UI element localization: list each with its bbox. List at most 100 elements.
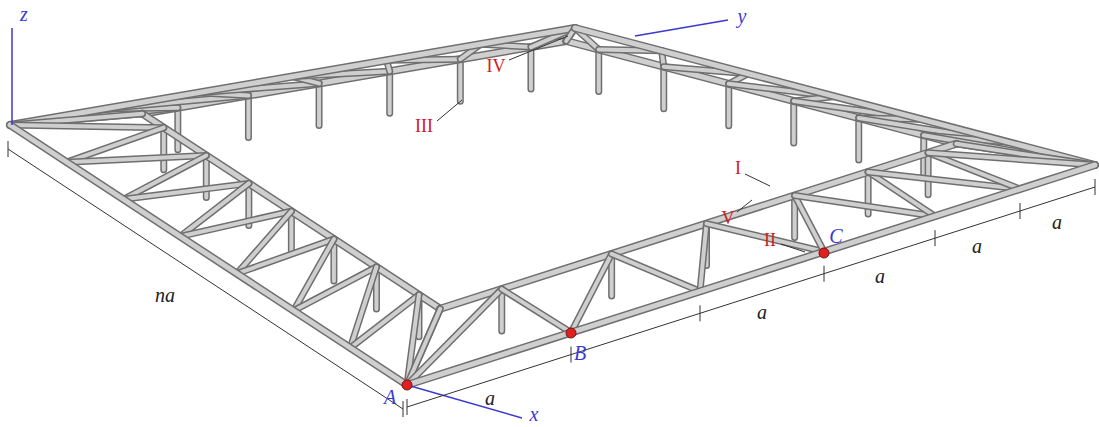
tube-body xyxy=(67,156,207,163)
tube-outline xyxy=(527,47,534,89)
tube-body xyxy=(176,108,180,150)
point-label: C xyxy=(829,226,842,246)
tube-outline xyxy=(350,295,419,348)
tube-outline xyxy=(595,50,602,92)
point-label: A xyxy=(384,387,396,407)
node-point xyxy=(819,248,829,258)
tube-outline xyxy=(855,118,862,160)
member-label: IV xyxy=(487,57,506,75)
axis-label: z xyxy=(20,4,28,24)
node-point xyxy=(402,380,412,390)
dimension-label: a xyxy=(972,236,982,256)
axis-label: x xyxy=(530,404,539,424)
dimension-tick xyxy=(571,347,572,363)
tube-outline xyxy=(925,153,932,195)
tube-body xyxy=(926,153,930,195)
tube-body xyxy=(662,67,666,109)
member-label: I xyxy=(735,159,741,177)
tube-body xyxy=(440,144,956,309)
annotation-lines xyxy=(8,20,1095,418)
tube-outline xyxy=(67,156,207,163)
tube-body xyxy=(143,114,441,309)
tube-body xyxy=(246,96,250,138)
dimension-label: a xyxy=(875,266,885,286)
tube-outline xyxy=(790,101,797,143)
axis-label: y xyxy=(738,6,747,26)
dimension-tick xyxy=(824,266,825,282)
tube-body xyxy=(612,254,700,291)
tube-body xyxy=(707,224,825,252)
tube-body xyxy=(566,41,956,144)
point-label: B xyxy=(574,343,586,363)
z-axis xyxy=(11,28,13,125)
leader-line xyxy=(437,100,462,121)
tube-body xyxy=(350,295,419,348)
tube-body xyxy=(857,118,861,160)
tube-outline xyxy=(245,96,252,138)
dimension-tick xyxy=(1095,179,1096,195)
tube-body xyxy=(162,128,166,170)
y-axis xyxy=(635,20,728,36)
tube-outline xyxy=(10,125,164,128)
tube-outline xyxy=(575,28,1095,165)
dimension-tick xyxy=(8,141,9,157)
tube-outline xyxy=(457,59,464,101)
dimension-tick xyxy=(403,401,404,417)
tube-outline xyxy=(928,153,1095,165)
tube-outline xyxy=(143,114,441,309)
tube-body xyxy=(10,125,164,128)
leader-line xyxy=(509,36,568,60)
tube-body xyxy=(575,28,1095,165)
tube-body xyxy=(597,50,601,92)
tube-outline xyxy=(707,224,825,252)
truss-side xyxy=(407,144,1095,385)
dimension-label: a xyxy=(757,302,767,322)
truss-members xyxy=(10,28,1095,385)
truss-side xyxy=(10,28,575,150)
tube-outline xyxy=(316,83,323,125)
leader-line xyxy=(737,200,752,212)
tube-outline xyxy=(10,28,575,125)
dimension-tick xyxy=(700,305,701,321)
tube-body xyxy=(529,47,533,89)
tube-body xyxy=(928,153,1095,165)
dimension-label: na xyxy=(155,285,175,305)
dimension-tick xyxy=(935,230,936,246)
tube-body xyxy=(502,289,571,332)
tube-body xyxy=(10,28,575,125)
tube-body xyxy=(407,165,1095,385)
tube-outline xyxy=(10,125,407,385)
leader-line xyxy=(781,244,805,252)
tube-body xyxy=(792,101,796,143)
dimension-tick xyxy=(407,399,408,415)
leader-line xyxy=(745,174,770,186)
dimension-label: a xyxy=(1052,212,1062,232)
dimension-line xyxy=(407,187,1095,407)
tube-outline xyxy=(440,144,956,309)
tube-outline xyxy=(566,41,956,144)
tube-outline xyxy=(725,84,732,126)
tube-body xyxy=(795,195,824,251)
tube-outline xyxy=(174,108,181,150)
tube-body xyxy=(388,71,392,113)
member-label: III xyxy=(415,117,433,135)
tube-outline xyxy=(795,195,824,251)
member-label: V xyxy=(722,209,735,227)
tube-body xyxy=(458,59,462,101)
member-label: II xyxy=(764,231,776,249)
truss-side xyxy=(566,28,1095,177)
tube-outline xyxy=(386,71,393,113)
dimension-line xyxy=(8,149,403,409)
tube-outline xyxy=(660,67,667,109)
tube-body xyxy=(10,125,407,385)
tube-outline xyxy=(502,289,571,332)
dimension-tick xyxy=(1020,203,1021,219)
tube-body xyxy=(700,224,707,292)
node-point xyxy=(566,328,576,338)
tube-outline xyxy=(612,254,700,291)
tube-outline xyxy=(700,224,707,292)
truss-side xyxy=(10,114,440,385)
tube-outline xyxy=(407,165,1095,385)
